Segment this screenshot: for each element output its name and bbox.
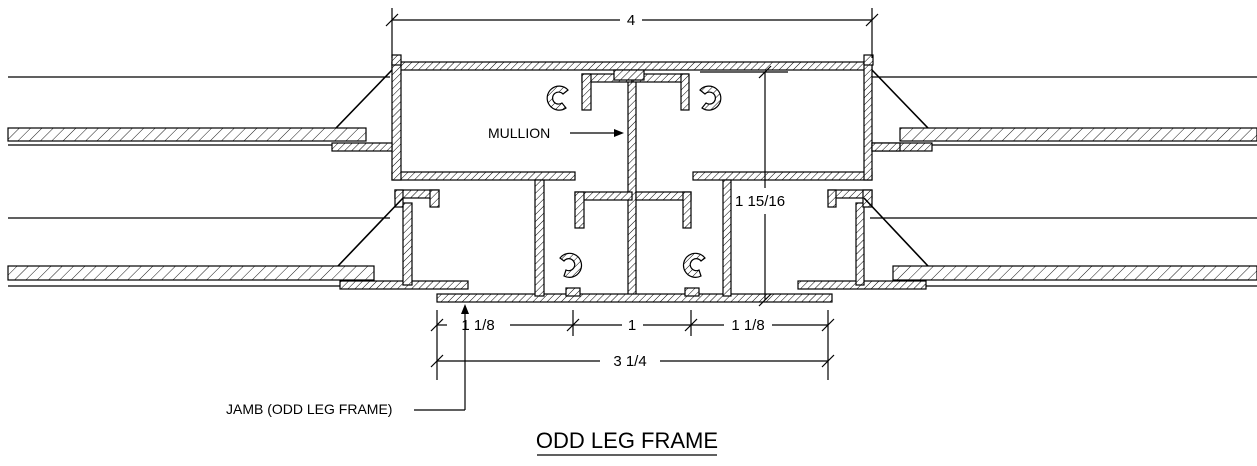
drawing-title: ODD LEG FRAME (536, 428, 718, 456)
screw-boss-upper-left (546, 85, 569, 111)
dimension-center-segment-label: 1 (628, 317, 636, 334)
screw-boss-lower-right (682, 252, 706, 278)
dimension-overall-width: 4 (385, 8, 879, 58)
dimension-right-segment-label: 1 1/8 (731, 317, 764, 334)
dimension-depth: 1 15/16 (700, 65, 788, 307)
glazing-lines (8, 76, 1257, 287)
screw-boss-lower-left (559, 252, 583, 278)
dimension-overall-width-label: 4 (627, 12, 635, 29)
screw-boss-upper-right (699, 85, 722, 111)
dimension-bottom-total: 3 1/4 (430, 353, 835, 370)
jamb-callout: JAMB (ODD LEG FRAME) (226, 304, 469, 417)
glazing-gaskets (335, 69, 929, 267)
dimension-depth-label: 1 15/16 (735, 193, 785, 210)
dimension-bottom-segments: 1 1/8 1 1 1/8 (430, 310, 835, 380)
mullion-label: MULLION (488, 125, 550, 141)
jamb-label: JAMB (ODD LEG FRAME) (226, 401, 392, 417)
dimension-left-segment-label: 1 1/8 (461, 317, 494, 334)
mullion-callout: MULLION (488, 125, 624, 141)
jamb-frame (339, 179, 927, 303)
glass-panels (7, 127, 1257, 281)
dimension-bottom-total-label: 3 1/4 (613, 353, 646, 370)
mullion-frame (331, 54, 933, 299)
drawing-title-text: ODD LEG FRAME (536, 428, 718, 453)
